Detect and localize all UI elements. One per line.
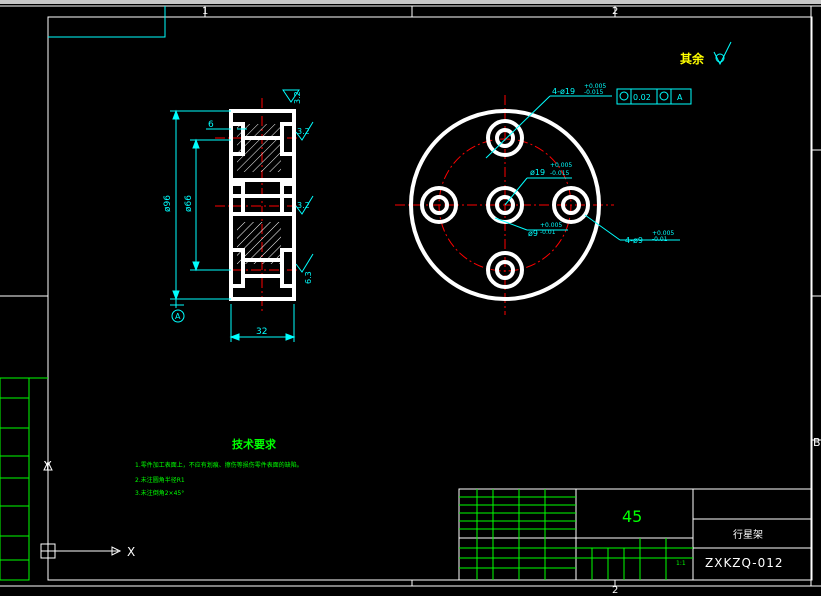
surface-note: 其余	[680, 51, 705, 66]
zone-bottom-2-label: 2	[612, 585, 618, 596]
zone-1-label: 1	[202, 6, 208, 17]
section-view: ø96 ø66 32 6 A 3.2 3.2 3.2 6.3	[163, 89, 314, 342]
holes-4-tol-up: +0.005	[584, 83, 606, 90]
title-block-grid	[459, 489, 693, 580]
small-tol-low: -0.01	[652, 236, 668, 243]
tech-line-2: 2.未注圆角半径R1	[135, 476, 185, 484]
center-tol-low: -0.015	[550, 170, 570, 177]
side-roughness-3-label: 6.3	[304, 271, 313, 284]
dia-inner-label: ø66	[184, 195, 194, 212]
projection-box	[48, 6, 166, 38]
material-label: 45	[622, 507, 642, 526]
center-tol-up: +0.005	[550, 162, 572, 169]
dia-outer-label: ø96	[163, 195, 173, 212]
top-roughness-label: 3.2	[293, 91, 302, 104]
tol-datum: A	[677, 93, 683, 102]
side-roughness-1-label: 3.2	[297, 127, 310, 136]
tech-title: 技术要求	[232, 437, 277, 451]
side-roughness-2-label: 3.2	[297, 201, 310, 210]
small-holes-label: 4-ø9	[625, 236, 643, 245]
tol-value: 0.02	[633, 93, 651, 102]
datum-label: A	[175, 312, 181, 321]
roughness-symbol-icon	[713, 41, 732, 66]
inner-hole-label: ø9	[528, 229, 538, 238]
width-label: 32	[256, 327, 267, 337]
technical-requirements: 技术要求 1.零件加工表面上，不应有划痕、擦伤等损伤零件表面的缺陷。 2.未注圆…	[135, 437, 303, 497]
zone-2-label: 2	[612, 6, 618, 17]
ucs-x-label: X	[127, 545, 135, 559]
ucs-axes-icon	[40, 460, 122, 559]
tech-line-1: 1.零件加工表面上，不应有划痕、擦伤等损伤零件表面的缺陷。	[135, 461, 303, 469]
ucs-y-label: Y	[43, 459, 52, 473]
holes-4-tol-low: -0.015	[584, 89, 604, 96]
holes-4-label: 4-ø19	[552, 87, 575, 96]
part-name-label: 行星架	[733, 528, 763, 541]
title-block	[458, 488, 813, 581]
drawing-frame	[0, 5, 821, 587]
window-top-edge	[0, 0, 821, 4]
zone-b-label: B	[813, 436, 821, 449]
inner-tol-up: +0.005	[540, 222, 562, 229]
inner-tol-low: -0.01	[540, 229, 556, 236]
front-view: 4-ø19 +0.005 -0.015 0.02 A ø19 +0.005 -0…	[395, 83, 692, 315]
scale-label: 1:1	[676, 560, 686, 567]
tech-line-3: 3.未注倒角2×45°	[135, 489, 184, 497]
center-hole-label: ø19	[530, 168, 545, 177]
depth-label: 6	[208, 120, 214, 130]
drawing-number-label: ZXKZQ-012	[705, 556, 784, 570]
left-strip-table	[0, 377, 48, 581]
small-tol-up: +0.005	[652, 230, 674, 237]
